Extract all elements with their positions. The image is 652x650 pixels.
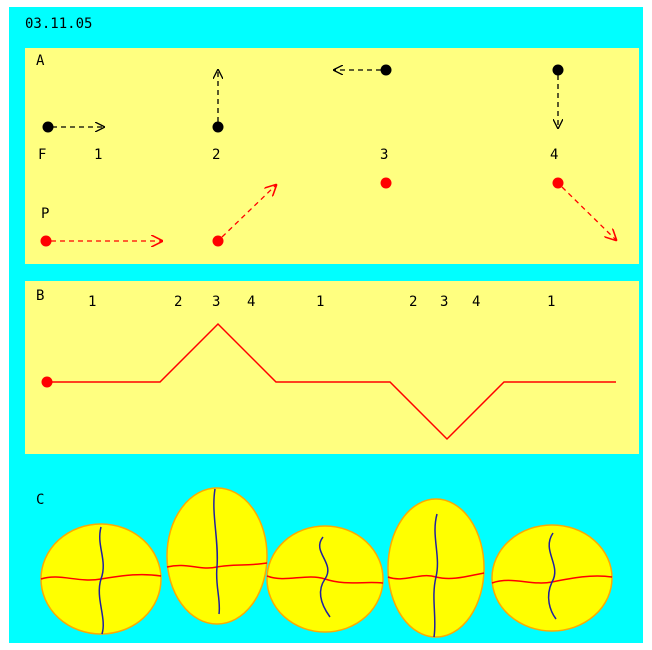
p-step-1-right — [40, 235, 163, 247]
f-step-3-left — [334, 64, 392, 76]
cell — [491, 524, 613, 632]
p-step-2-up-right — [212, 185, 277, 247]
trajectory-line — [47, 322, 616, 441]
date-label: 03.11.05 — [25, 16, 93, 32]
cell — [266, 525, 384, 633]
panel-a-label: A — [36, 53, 45, 69]
panel-c-label: C — [36, 492, 45, 508]
sequence-label: 1 — [316, 294, 325, 310]
panel-a — [25, 48, 639, 264]
trajectory-start-dot — [41, 376, 53, 388]
f-step-1-right — [42, 121, 105, 133]
black-dot — [212, 121, 224, 133]
step-label-4: 4 — [550, 147, 559, 163]
red-dot — [40, 235, 52, 247]
step-label-2: 2 — [212, 147, 221, 163]
panel-b-label: B — [36, 288, 45, 304]
black-dot — [380, 64, 392, 76]
red-dot — [212, 235, 224, 247]
p-step-3 — [380, 177, 392, 189]
f-step-4-down — [552, 64, 564, 129]
trajectory — [41, 322, 616, 441]
sequence-label: 1 — [88, 294, 97, 310]
p-step-4-down-right — [552, 177, 617, 241]
panel-b — [25, 281, 639, 454]
black-dot — [552, 64, 564, 76]
step-label-3: 3 — [380, 147, 389, 163]
cell — [166, 487, 268, 625]
sequence-label: 2 — [409, 294, 418, 310]
sequence-label: 3 — [440, 294, 449, 310]
f-step-2-up — [212, 70, 224, 133]
black-dot — [42, 121, 54, 133]
cell — [40, 523, 162, 635]
red-dot — [552, 177, 564, 189]
red-dot — [380, 177, 392, 189]
sequence-label: 4 — [472, 294, 481, 310]
sequence-label: 1 — [547, 294, 556, 310]
step-label-1: 1 — [94, 147, 103, 163]
sequence-label: 4 — [247, 294, 256, 310]
cell — [387, 498, 485, 638]
sequence-label: 3 — [212, 294, 221, 310]
sequence-label: 2 — [174, 294, 183, 310]
row-label-p: P — [41, 206, 50, 222]
row-label-f: F — [38, 147, 47, 163]
